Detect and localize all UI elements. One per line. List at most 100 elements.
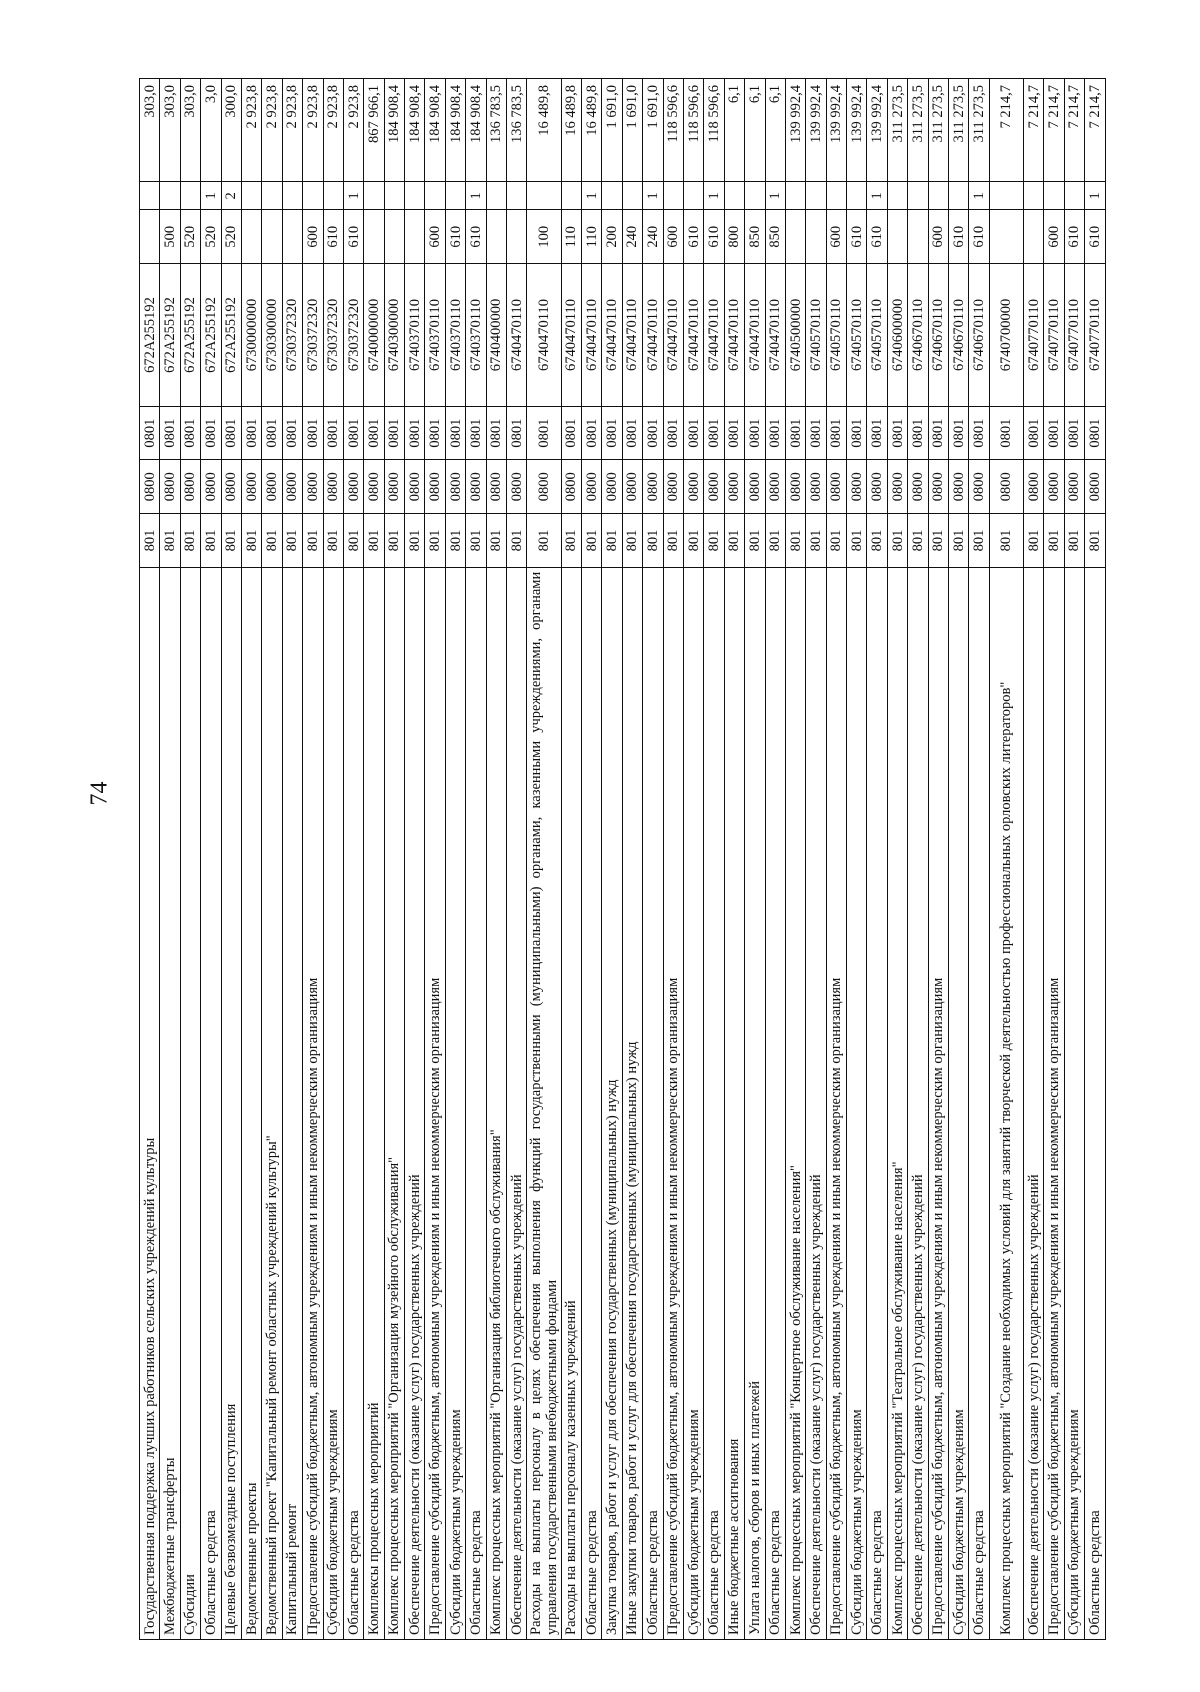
expense-type-code-cell	[989, 209, 1024, 264]
subsection-code-cell: 0801	[907, 406, 929, 460]
table-row: Закупка товаров, работ и услуг для обесп…	[601, 78, 623, 1640]
amount-cell: 2 923,8	[343, 78, 364, 182]
table-row: Комплекс процессных мероприятий "Организ…	[486, 78, 507, 1640]
subsection-code-cell: 0801	[846, 406, 867, 460]
target-article-code-cell: 6730300000	[261, 263, 283, 407]
target-article-code-cell: 6740570110	[805, 263, 827, 407]
ministry-code-cell: 801	[724, 513, 745, 568]
subsection-code-cell: 0801	[785, 406, 806, 460]
section-code-cell: 0800	[928, 459, 949, 514]
table-row: Иные закупки товаров, работ и услуг для …	[622, 78, 643, 1640]
target-article-code-cell: 6730372320	[282, 263, 303, 407]
funding-source-code-cell	[363, 181, 385, 210]
target-article-code-cell: 6740500000	[785, 263, 806, 407]
expense-type-code-cell: 110	[561, 209, 582, 264]
ministry-code-cell: 801	[404, 513, 425, 568]
funding-source-code-cell	[445, 181, 466, 210]
table-row: Расходы на выплаты персоналу в целях обе…	[526, 78, 562, 1640]
amount-cell: 139 992,4	[846, 78, 867, 182]
ministry-code-cell: 801	[663, 513, 684, 568]
target-article-code-cell: 6740470110	[703, 263, 725, 407]
section-code-cell: 0800	[139, 459, 160, 514]
funding-source-code-cell	[506, 181, 527, 210]
ministry-code-cell: 801	[561, 513, 582, 568]
subsection-code-cell: 0801	[744, 406, 765, 460]
funding-source-code-cell: 1	[866, 181, 888, 210]
ministry-code-cell: 801	[200, 513, 222, 568]
expense-type-code-cell: 600	[424, 209, 446, 264]
expense-type-code-cell	[384, 209, 405, 264]
subsection-code-cell: 0801	[302, 406, 324, 460]
target-article-code-cell: 6730000000	[241, 263, 262, 407]
ministry-code-cell: 801	[744, 513, 765, 568]
subsection-code-cell: 0801	[282, 406, 303, 460]
expense-type-code-cell: 610	[846, 209, 867, 264]
section-code-cell: 0800	[200, 459, 222, 514]
expense-type-code-cell: 200	[601, 209, 623, 264]
funding-source-code-cell	[404, 181, 425, 210]
table-row: Комплекс процессных мероприятий "Организ…	[384, 78, 405, 1640]
row-name-cell: Предоставление субсидий бюджетным, автон…	[826, 567, 847, 1640]
row-name-cell: Субсидии бюджетным учреждениям	[1064, 567, 1085, 1640]
subsection-code-cell: 0801	[486, 406, 507, 460]
amount-cell: 7 214,7	[1023, 78, 1044, 182]
ministry-code-cell: 801	[526, 513, 562, 568]
subsection-code-cell: 0801	[866, 406, 888, 460]
expense-type-code-cell: 110	[581, 209, 602, 264]
ministry-code-cell: 801	[887, 513, 908, 568]
section-code-cell: 0800	[445, 459, 466, 514]
section-code-cell: 0800	[968, 459, 990, 514]
expense-type-code-cell: 600	[928, 209, 949, 264]
expense-type-code-cell	[506, 209, 527, 264]
funding-source-code-cell	[948, 181, 969, 210]
table-row: Предоставление субсидий бюджетным, автон…	[663, 78, 684, 1640]
amount-cell: 867 966,1	[363, 78, 385, 182]
target-article-code-cell: 6740570110	[826, 263, 847, 407]
row-name-cell: Закупка товаров, работ и услуг для обесп…	[601, 567, 623, 1640]
target-article-code-cell: 6740570110	[846, 263, 867, 407]
row-name-cell: Уплата налогов, сборов и иных платежей	[744, 567, 765, 1640]
ministry-code-cell: 801	[261, 513, 283, 568]
target-article-code-cell: 6740370110	[445, 263, 466, 407]
row-name-cell: Обеспечение деятельности (оказание услуг…	[506, 567, 527, 1640]
section-code-cell: 0800	[724, 459, 745, 514]
amount-cell: 311 273,5	[907, 78, 929, 182]
section-code-cell: 0800	[622, 459, 643, 514]
funding-source-code-cell	[785, 181, 806, 210]
row-name-cell: Областные средства	[642, 567, 664, 1640]
table-row: Ведомственный проект "Капитальный ремонт…	[261, 78, 283, 1640]
target-article-code-cell: 6740600000	[887, 263, 908, 407]
target-article-code-cell: 6740470110	[622, 263, 643, 407]
funding-source-code-cell	[384, 181, 405, 210]
section-code-cell: 0800	[866, 459, 888, 514]
row-name-cell: Ведомственные проекты	[241, 567, 262, 1640]
subsection-code-cell: 0801	[424, 406, 446, 460]
target-article-code-cell: 672A255192	[139, 263, 160, 407]
funding-source-code-cell	[724, 181, 745, 210]
target-article-code-cell: 6730372320	[343, 263, 364, 407]
target-article-code-cell: 6740770110	[1084, 263, 1106, 407]
amount-cell: 136 783,5	[486, 78, 507, 182]
ministry-code-cell: 801	[826, 513, 847, 568]
section-code-cell: 0800	[805, 459, 827, 514]
subsection-code-cell: 0801	[200, 406, 222, 460]
expense-type-code-cell: 520	[221, 209, 242, 264]
section-code-cell: 0800	[323, 459, 344, 514]
expense-type-code-cell: 100	[526, 209, 562, 264]
section-code-cell: 0800	[180, 459, 201, 514]
ministry-code-cell: 801	[180, 513, 201, 568]
table-row: Государственная поддержка лучших работни…	[139, 78, 160, 1640]
target-article-code-cell: 6740300000	[384, 263, 405, 407]
row-name-cell: Субсидии бюджетным учреждениям	[683, 567, 704, 1640]
funding-source-code-cell: 1	[765, 181, 786, 210]
row-name-cell: Субсидии бюджетным учреждениям	[323, 567, 344, 1640]
